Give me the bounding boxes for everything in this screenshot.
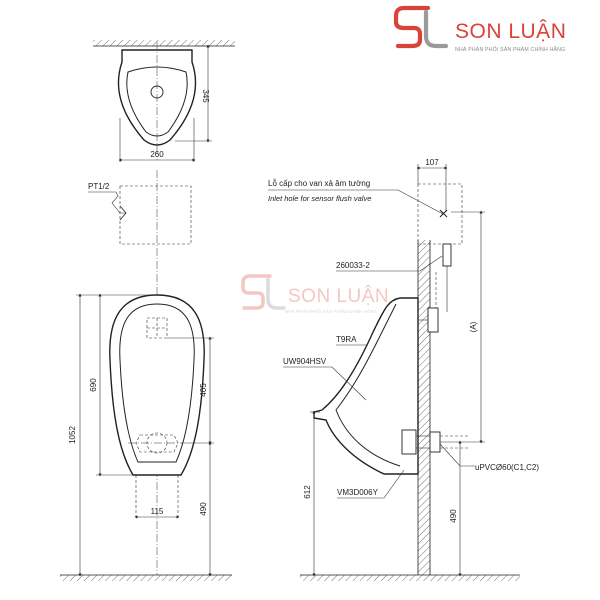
front-view-urinal-bowl	[119, 303, 195, 463]
side-view-wall-hatch	[418, 240, 430, 575]
side-view-part-t9ra-label: T9RA	[336, 335, 357, 344]
front-view-outlet-width-dim: 115	[151, 507, 164, 516]
front-view-bowl-height-dim: 690	[89, 378, 98, 392]
brand-logo-icon	[393, 5, 449, 49]
side-view-rim-height-dim: 612	[303, 485, 312, 499]
watermark-name: SON LUẬN	[288, 285, 389, 307]
side-view-floor-hatch	[300, 575, 520, 581]
watermark-tagline: NHÀ PHÂN PHỐI SẢN PHẨM CHÍNH HÃNG	[285, 308, 377, 314]
side-view-part-urinal-leader	[283, 366, 367, 401]
side-view-part-valve-leader	[336, 255, 443, 272]
top-view-wall-hatch	[93, 40, 235, 46]
side-view-valve-box	[417, 183, 463, 245]
front-view-outlet-height-dim: 490	[199, 502, 208, 516]
front-view-floor-hatch	[60, 575, 232, 581]
front-view-pipe-leader	[88, 191, 126, 214]
side-view-part-pipe-label: uPVCØ60(C1,C2)	[475, 463, 539, 472]
side-view-outlet-coupling	[429, 431, 441, 453]
side-view-inlet-hole-symbol	[439, 209, 448, 218]
side-view-inlet-hole-label-en: Inlet hole for sensor flush valve	[268, 194, 371, 203]
side-view-outlet-height-dim: 490	[449, 509, 458, 523]
front-view-pipe-symbol	[119, 205, 127, 221]
side-view-part-hanger-label: VM3D006Y	[337, 488, 379, 497]
front-view-total-height-dim: 1052	[68, 426, 77, 444]
top-view: 260 345	[93, 40, 235, 162]
side-view-inlet-hole-leader	[268, 189, 444, 215]
brand-logo: SON LUẬN NHÀ PHÂN PHỐI SẢN PHẨM CHÍNH HÃ…	[393, 5, 566, 53]
side-view-a-dim: (A)	[469, 321, 478, 332]
side-view-part-pipe-leader	[439, 443, 475, 467]
top-view-depth-dim: 345	[201, 89, 210, 103]
front-view-valve-box	[119, 185, 192, 245]
side-view-part-urinal-label: UW904HSV	[283, 357, 327, 366]
brand-tagline: NHÀ PHÂN PHỐI SẢN PHẨM CHÍNH HÃNG	[455, 46, 565, 53]
side-view-valve-body	[442, 243, 452, 267]
top-view-width-dim: 260	[150, 150, 164, 159]
side-view-part-hanger-leader	[337, 469, 405, 499]
front-view-pipe-label: PT1/2	[88, 182, 110, 191]
side-view-offset-dim: 107	[425, 158, 439, 167]
watermark-logo-icon	[241, 274, 286, 310]
front-view-inlet-outlet-dim: 405	[199, 383, 208, 397]
side-view-inlet-hole-label-vi: Lỗ cấp cho van xả âm tường	[268, 179, 370, 188]
brand-name: SON LUẬN	[455, 20, 566, 43]
side-view-part-valve-label: 260033-2	[336, 261, 370, 270]
side-view-spreader-body	[427, 307, 439, 333]
watermark: SON LUẬN NHÀ PHÂN PHỐI SẢN PHẨM CHÍNH HÃ…	[241, 274, 389, 314]
side-view-outlet-fitting	[401, 429, 417, 455]
side-view: 107 Lỗ cấp cho van xả âm tường Inlet hol…	[268, 158, 539, 581]
front-view: PT1/2 1052 690 405 490	[60, 170, 232, 581]
